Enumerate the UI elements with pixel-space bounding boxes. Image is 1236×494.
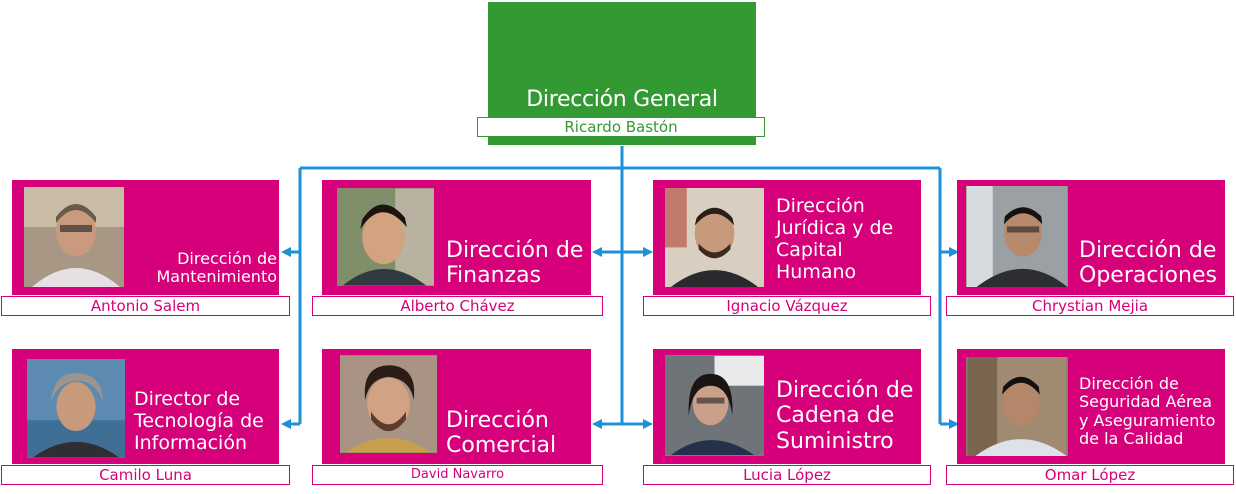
- unit-node-title: Dirección de Cadena de Suministro: [776, 378, 914, 454]
- unit-node-box: Dirección de Cadena de Suministro: [653, 349, 921, 464]
- person-photo-icon: [665, 188, 764, 287]
- person-photo-icon: [966, 357, 1068, 456]
- unit-node-name: Omar López: [946, 465, 1234, 485]
- person-photo-icon: [24, 187, 124, 287]
- unit-node-box: Dirección de Finanzas: [322, 180, 591, 295]
- person-photo-icon: [340, 355, 437, 453]
- unit-node-box: Dirección de Seguridad Aérea y Asegurami…: [957, 349, 1225, 464]
- unit-node-title: Dirección de Finanzas: [446, 238, 584, 289]
- unit-node-box: Dirección de Operaciones: [957, 180, 1225, 295]
- unit-node-name: Camilo Luna: [1, 465, 290, 485]
- person-photo-icon: [665, 355, 764, 456]
- unit-node-title: Dirección de Mantenimiento: [156, 249, 277, 287]
- unit-node-name: Antonio Salem: [1, 296, 290, 316]
- person-photo-icon: [27, 359, 125, 458]
- root-node-name: Ricardo Bastón: [477, 117, 765, 137]
- unit-node-box: Dirección Jurídica y de Capital Humano: [653, 180, 921, 295]
- unit-node-title: Dirección Jurídica y de Capital Humano: [776, 195, 894, 283]
- unit-node-box: Dirección de Mantenimiento: [12, 180, 279, 295]
- unit-node-box: Dirección Comercial: [322, 349, 591, 464]
- unit-node-name: Chrystian Mejia: [946, 296, 1234, 316]
- unit-node-name: Lucia López: [643, 465, 931, 485]
- unit-node-title: Dirección de Seguridad Aérea y Asegurami…: [1079, 374, 1216, 449]
- person-photo-icon: [337, 188, 434, 286]
- root-node-title: Dirección General: [526, 87, 718, 112]
- unit-node-name: David Navarro: [312, 465, 603, 485]
- unit-node-title: Dirección Comercial: [446, 408, 557, 459]
- unit-node-title: Director de Tecnología de Información: [134, 388, 264, 454]
- person-photo-icon: [966, 186, 1068, 287]
- unit-node-box: Director de Tecnología de Información: [12, 349, 279, 464]
- unit-node-title: Dirección de Operaciones: [1079, 238, 1217, 289]
- unit-node-name: Ignacio Vázquez: [643, 296, 931, 316]
- unit-node-name: Alberto Chávez: [312, 296, 603, 316]
